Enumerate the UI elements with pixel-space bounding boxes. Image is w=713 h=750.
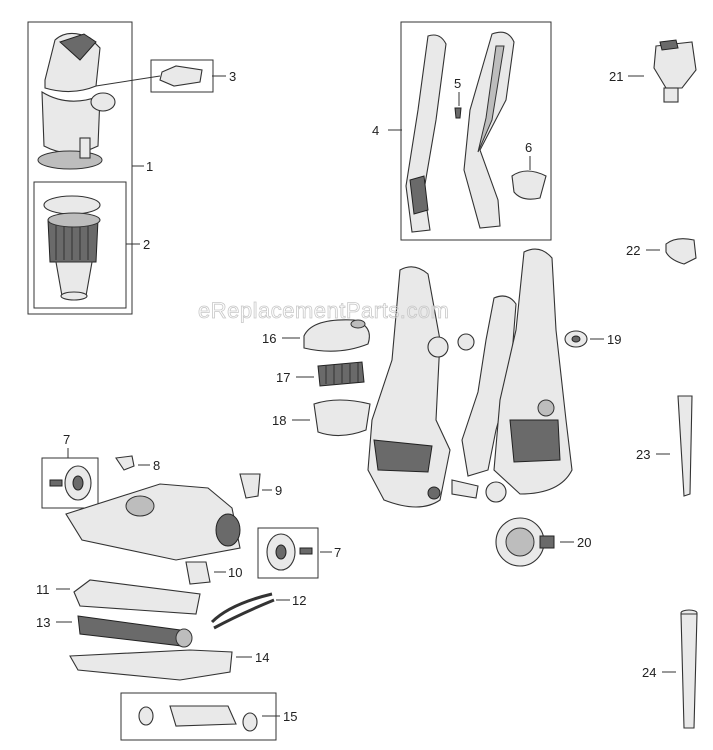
part-2-filter-assembly [43,195,101,301]
group-box-handle [400,21,552,241]
part-7-wheel-right [266,533,313,571]
callout-17: 17 [276,370,290,385]
watermark-text: eReplacementParts.com [198,298,449,323]
callout-7-right: 7 [334,545,341,560]
callout-6: 6 [525,140,532,155]
part-10-bracket [185,561,211,585]
group-box-dirt-cup [27,21,133,315]
part-14-base-cover [69,649,233,681]
group-box-filter-assembly [33,181,127,309]
callout-9: 9 [275,483,282,498]
part-21-accessory-tool [653,39,697,103]
callout-24: 24 [642,665,656,680]
callout-2: 2 [143,237,150,252]
part-15-axle-assembly [138,705,258,732]
callout-13: 13 [36,615,50,630]
callout-11: 11 [36,582,50,597]
callout-22: 22 [626,243,640,258]
callout-12: 12 [292,593,306,608]
part-1-dirt-cup [37,32,116,170]
part-13-brushroll [77,615,193,648]
callout-3: 3 [229,69,236,84]
callout-1: 1 [146,159,153,174]
group-box-part-7-left [41,457,99,509]
callout-5: 5 [454,76,461,91]
callout-20: 20 [577,535,591,550]
callout-10: 10 [228,565,242,580]
part-11-bottom-plate [73,579,201,615]
base-nozzle [65,483,241,561]
body-housing-right [493,248,573,495]
leader-lines [56,75,676,717]
callout-8: 8 [153,458,160,473]
callout-14: 14 [255,650,269,665]
part-19-knob [564,330,588,348]
part-3-filter-pad [159,65,203,87]
part-17-filter [317,361,365,387]
part-16-cup-lid [303,319,370,352]
part-23-crevice-tool [677,395,693,497]
callout-7-left: 7 [63,432,70,447]
part-9-latch [239,473,261,499]
callout-4: 4 [372,123,379,138]
part-18-filter-cup [313,399,371,437]
part-8-clip [115,455,135,471]
part-6-pedal [511,170,547,200]
body-housing-left [367,266,451,508]
part-5-screw [454,107,462,119]
part-7-wheel-left [49,465,92,501]
part-12-belt [210,592,275,630]
part-4-handle-halves [405,31,515,233]
part-20-wheel [495,517,555,567]
callout-18: 18 [272,413,286,428]
body-housing-center [451,295,517,503]
callout-21: 21 [609,69,623,84]
part-22-elbow [665,238,697,265]
callout-19: 19 [607,332,621,347]
part-24-extension-wand [680,609,698,729]
callout-23: 23 [636,447,650,462]
callout-15: 15 [283,709,297,724]
group-box-part-7-right [257,527,319,579]
callout-16: 16 [262,331,276,346]
